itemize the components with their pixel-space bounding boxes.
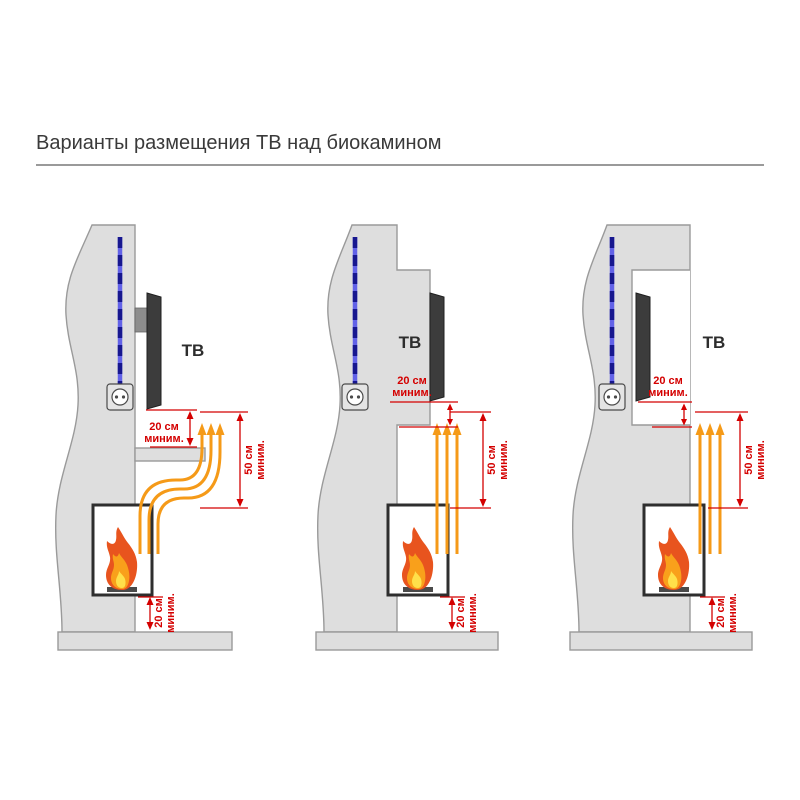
floor bbox=[315, 631, 499, 651]
tv-side-view bbox=[635, 292, 651, 402]
top-gap-note: миним. bbox=[648, 387, 688, 399]
firebox bbox=[386, 503, 450, 597]
side-gap-note: миним. bbox=[255, 440, 267, 480]
top-gap-note: миним. bbox=[392, 387, 432, 399]
bottom-gap-note: миним. bbox=[165, 593, 177, 633]
heat-flow-arrows bbox=[138, 423, 225, 554]
power-outlet-icon bbox=[341, 383, 369, 411]
power-outlet-icon bbox=[106, 383, 134, 411]
dimension-side-gap: 50 см миним. bbox=[695, 411, 767, 509]
shelf bbox=[134, 447, 206, 462]
firebox bbox=[642, 503, 706, 597]
power-outlet-icon bbox=[598, 383, 626, 411]
floor bbox=[569, 631, 753, 651]
heat-flow-arrows bbox=[695, 423, 725, 554]
bottom-gap-value: 20 см bbox=[153, 598, 165, 628]
dimension-side-gap: 50 см миним. bbox=[450, 411, 510, 509]
variant-2-diagram: 20 см миним. 50 см миним. 20 см миним. bbox=[315, 224, 510, 651]
dimension-side-gap: 50 см миним. bbox=[200, 411, 267, 509]
tv-side-view bbox=[429, 292, 445, 402]
bottom-gap-note: миним. bbox=[467, 593, 479, 633]
heat-flow-arrows bbox=[432, 423, 462, 554]
top-gap-note: миним. bbox=[144, 433, 184, 445]
bottom-gap-value: 20 см bbox=[715, 598, 727, 628]
tv-niche-edge bbox=[631, 269, 690, 426]
side-gap-note: миним. bbox=[755, 440, 767, 480]
top-gap-value: 20 см bbox=[397, 375, 427, 387]
dimension-bottom-gap: 20 см миним. bbox=[440, 593, 479, 633]
tv-label: ТВ bbox=[703, 333, 726, 352]
tv-side-view bbox=[146, 292, 162, 410]
variant-3-diagram: 20 см миним. 50 см миним. 20 см миним. bbox=[569, 224, 767, 651]
placement-diagrams: 20 см миним. 50 см миним. 20 см миним. bbox=[54, 224, 767, 651]
wall bbox=[316, 224, 431, 633]
tv-label: ТВ bbox=[399, 333, 422, 352]
side-gap-note: миним. bbox=[498, 440, 510, 480]
bottom-gap-note: миним. bbox=[727, 593, 739, 633]
dimension-bottom-gap: 20 см миним. bbox=[138, 593, 177, 633]
top-gap-value: 20 см bbox=[653, 375, 683, 387]
firebox bbox=[91, 503, 154, 597]
dimension-top-gap: 20 см миним. bbox=[144, 409, 197, 448]
tv-bracket bbox=[134, 307, 148, 333]
top-gap-value: 20 см bbox=[149, 421, 179, 433]
dimension-top-gap: 20 см миним. bbox=[638, 375, 692, 428]
side-gap-value: 50 см bbox=[743, 445, 755, 475]
side-gap-value: 50 см bbox=[243, 445, 255, 475]
dimension-top-gap: 20 см миним. bbox=[390, 375, 458, 428]
page-title: Варианты размещения ТВ над биокамином bbox=[36, 132, 764, 166]
side-gap-value: 50 см bbox=[486, 445, 498, 475]
dimension-bottom-gap: 20 см миним. bbox=[700, 593, 739, 633]
bottom-gap-value: 20 см bbox=[455, 598, 467, 628]
floor bbox=[57, 631, 233, 651]
tv-label: ТВ bbox=[182, 341, 205, 360]
variant-1-diagram: 20 см миним. 50 см миним. 20 см миним. bbox=[54, 224, 267, 651]
